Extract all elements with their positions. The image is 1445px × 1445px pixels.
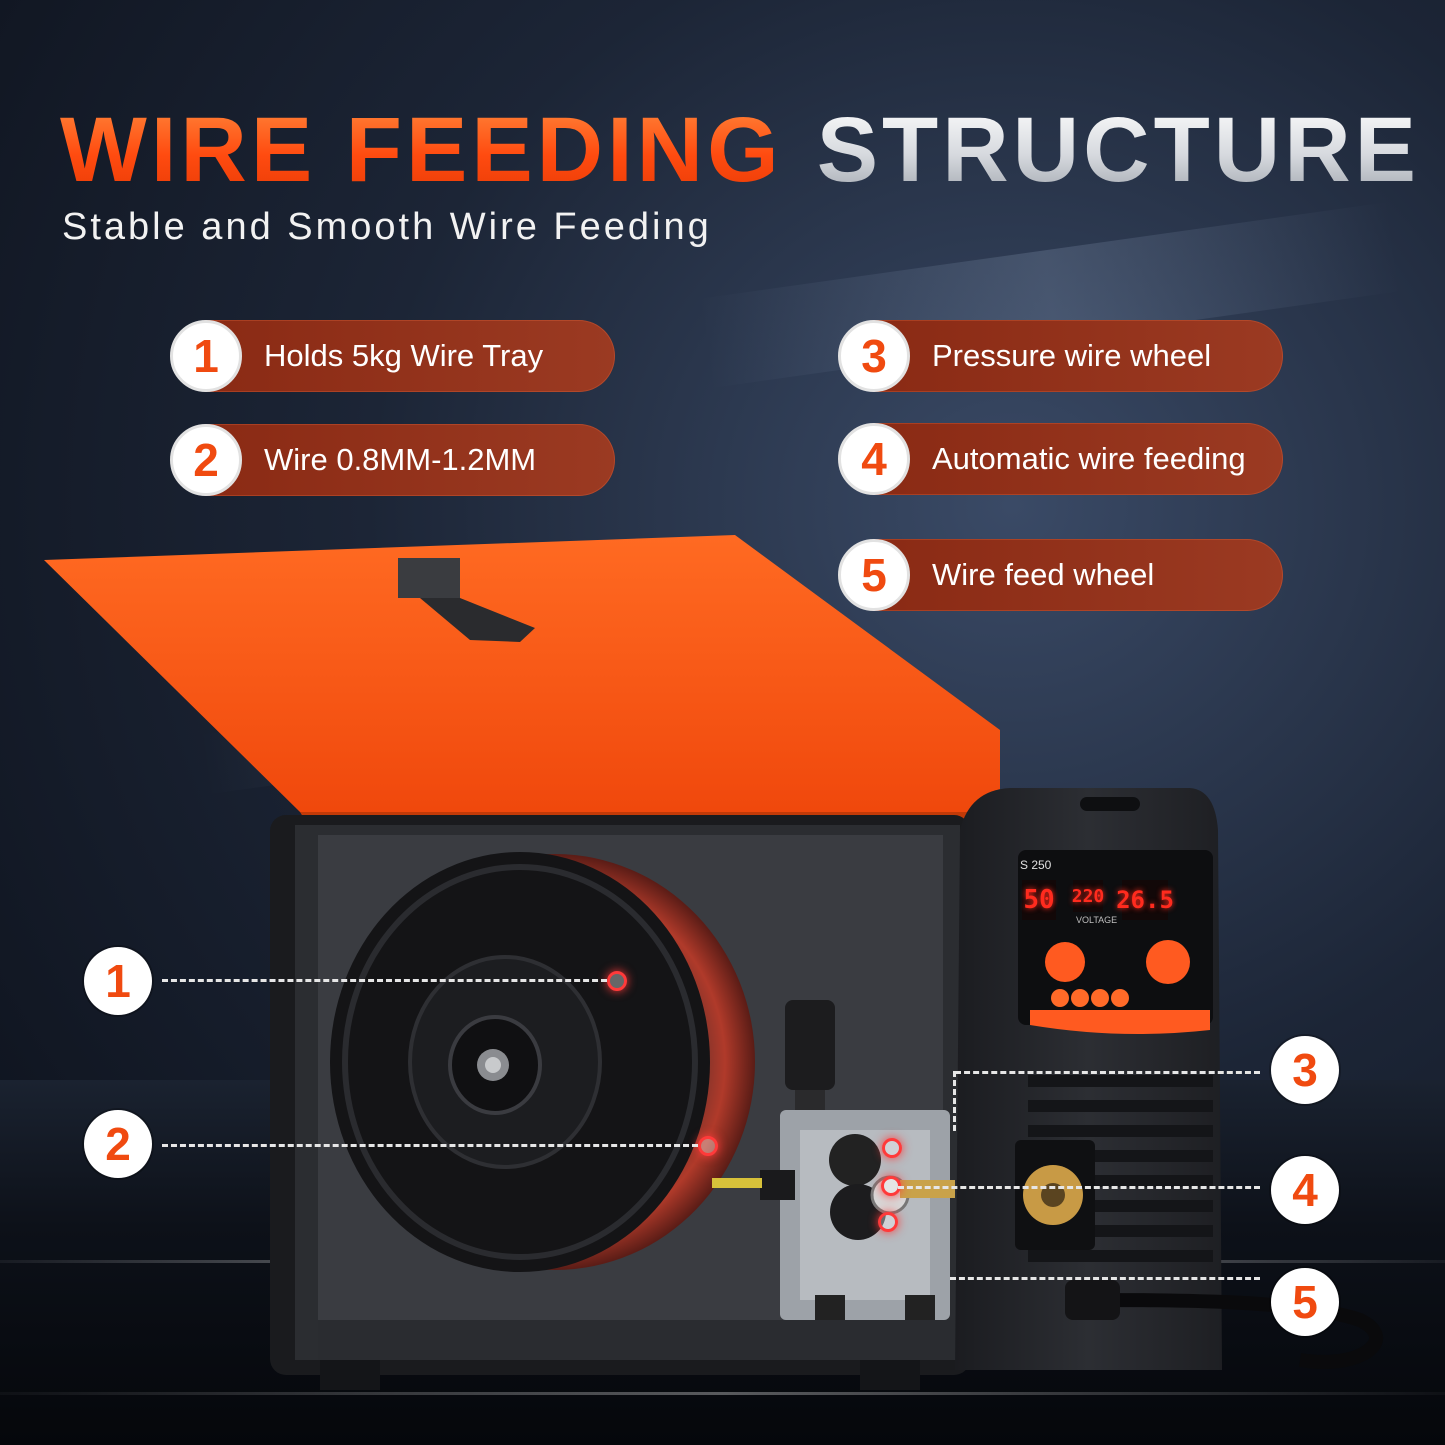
- callout-3: 3: [1271, 1036, 1339, 1104]
- display-amps: 50: [1022, 880, 1056, 920]
- feature-label: Holds 5kg Wire Tray: [264, 338, 544, 373]
- feature-label: Wire 0.8MM-1.2MM: [264, 442, 537, 477]
- panel-buttons: [1051, 989, 1129, 1007]
- page-title: WIRE FEEDING STRUCTURE: [60, 98, 1420, 203]
- feature-label: Automatic wire feeding: [932, 441, 1246, 476]
- feature-pill-3: 3 Pressure wire wheel: [838, 320, 1283, 392]
- feature-number: 1: [170, 320, 242, 392]
- front-panel: [955, 788, 1383, 1370]
- model-label: S 250: [1020, 858, 1052, 872]
- leader-line-1: [162, 979, 607, 982]
- callout-1: 1: [84, 947, 152, 1015]
- feature-number: 3: [838, 320, 910, 392]
- callout-2: 2: [84, 1110, 152, 1178]
- leader-line-5: [950, 1277, 1260, 1280]
- display-volts: 26.5: [1116, 880, 1174, 920]
- feature-label: Wire feed wheel: [932, 557, 1155, 592]
- wire-feeder: [712, 1000, 955, 1320]
- title-highlight: WIRE FEEDING: [60, 99, 783, 201]
- page-subtitle: Stable and Smooth Wire Feeding: [62, 206, 712, 248]
- floor-highlight: [0, 1392, 1445, 1395]
- feature-label: Pressure wire wheel: [932, 338, 1212, 373]
- display-voltage-set: 220: [1072, 880, 1104, 912]
- leader-line-3-vertical: [953, 1071, 956, 1131]
- title-rest: STRUCTURE: [816, 99, 1421, 201]
- feature-number: 4: [838, 423, 910, 495]
- target-marker-3: [882, 1138, 902, 1158]
- target-marker-2: [698, 1136, 718, 1156]
- feature-number: 5: [838, 539, 910, 611]
- wire-spool: [330, 852, 755, 1272]
- target-marker-1: [607, 971, 627, 991]
- leader-line-4: [898, 1186, 1260, 1189]
- callout-4: 4: [1271, 1156, 1339, 1224]
- feature-number: 2: [170, 424, 242, 496]
- feature-pill-2: 2 Wire 0.8MM-1.2MM: [170, 424, 615, 496]
- feature-pill-4: 4 Automatic wire feeding: [838, 423, 1283, 495]
- feature-pill-5: 5 Wire feed wheel: [838, 539, 1283, 611]
- voltage-caption: VOLTAGE: [1076, 915, 1118, 925]
- feature-pill-1: 1 Holds 5kg Wire Tray: [170, 320, 615, 392]
- leader-line-3: [955, 1071, 1260, 1074]
- target-marker-5: [878, 1212, 898, 1232]
- callout-5: 5: [1271, 1268, 1339, 1336]
- leader-line-2: [162, 1144, 698, 1147]
